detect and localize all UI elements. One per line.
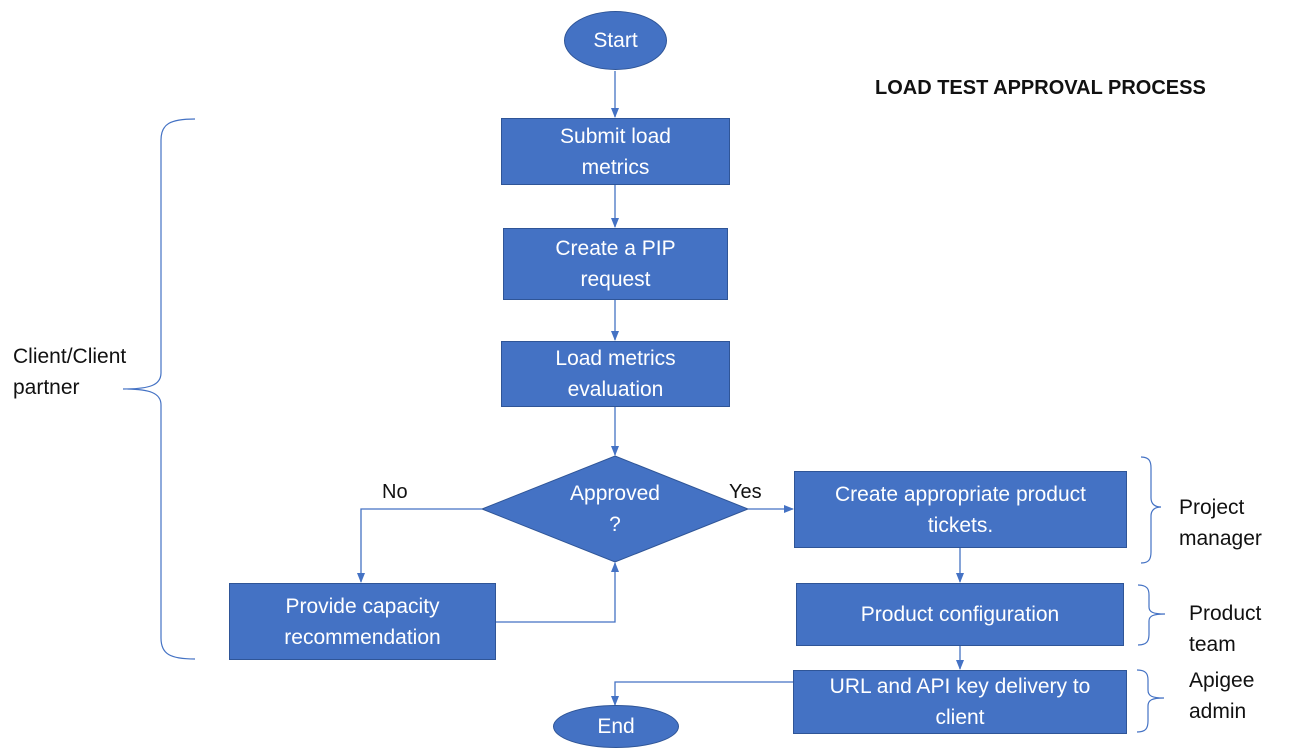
approved-label-line1: Approved: [570, 482, 660, 505]
approved-label-line2: ?: [609, 513, 621, 536]
url-api-key-delivery-box: URL and API key delivery to client: [793, 670, 1127, 734]
product-configuration-box: Product configuration: [796, 583, 1124, 646]
client-bracket: [122, 118, 196, 660]
delivery-label-line1: URL and API key delivery to: [829, 675, 1091, 698]
client-role-label: Client/Client partner: [13, 341, 126, 403]
connector-delivery-end: [611, 681, 794, 706]
project-manager-bracket: [1140, 456, 1162, 564]
load-metrics-evaluation-box: Load metrics evaluation: [501, 341, 730, 407]
product-role-line2: team: [1189, 633, 1236, 656]
create-pip-request-box: Create a PIP request: [503, 228, 728, 300]
client-role-line1: Client/Client: [13, 345, 127, 368]
create-product-tickets-box: Create appropriate product tickets.: [794, 471, 1127, 548]
apigee-admin-bracket: [1136, 669, 1165, 733]
provide-capacity-recommendation-box: Provide capacity recommendation: [229, 583, 496, 660]
pm-role-line1: Project: [1179, 496, 1245, 519]
apigee-admin-role-label: Apigee admin: [1189, 665, 1254, 727]
pip-label-line2: request: [580, 268, 651, 291]
connector-no-branch: [357, 508, 482, 583]
pip-label-line1: Create a PIP: [555, 237, 676, 260]
apigee-role-line1: Apigee: [1189, 669, 1255, 692]
delivery-label-line2: client: [935, 706, 985, 729]
no-branch-label: No: [382, 481, 408, 503]
product-config-label: Product configuration: [860, 603, 1060, 626]
apigee-role-line2: admin: [1189, 700, 1247, 723]
eval-label-line2: evaluation: [567, 378, 664, 401]
start-label: Start: [593, 28, 638, 52]
product-team-bracket: [1137, 584, 1166, 646]
product-team-role-label: Product team: [1189, 598, 1261, 660]
start-node: Start: [564, 11, 667, 70]
tickets-label-line1: Create appropriate product: [835, 482, 1086, 506]
approved-label: Approved?: [540, 478, 690, 540]
project-manager-role-label: Project manager: [1179, 492, 1262, 554]
pm-role-line2: manager: [1179, 527, 1262, 550]
capacity-label-line1: Provide capacity: [285, 594, 440, 618]
capacity-label-line2: recommendation: [284, 625, 441, 649]
tickets-label-line2: tickets.: [927, 513, 994, 537]
end-label: End: [597, 714, 635, 738]
client-role-line2: partner: [13, 376, 80, 399]
product-role-line1: Product: [1189, 602, 1262, 625]
eval-label-line1: Load metrics: [555, 347, 676, 370]
submit-label-line1: Submit load: [560, 124, 671, 148]
connector-capacity-approved: [495, 562, 619, 623]
submit-label-line2: metrics: [581, 155, 650, 179]
diagram-title: LOAD TEST APPROVAL PROCESS: [875, 77, 1206, 99]
yes-branch-label: Yes: [729, 481, 762, 503]
submit-load-metrics-box: Submit load metrics: [501, 118, 730, 185]
end-node: End: [553, 705, 679, 748]
